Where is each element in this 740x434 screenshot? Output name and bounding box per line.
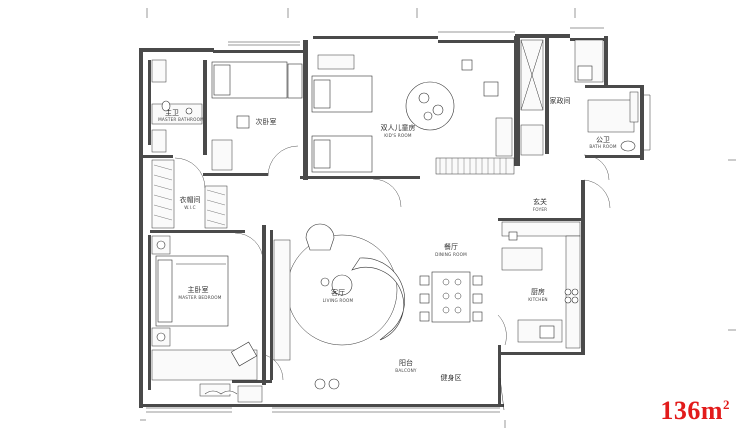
- label-master-bedroom-en: MASTER BEDROOM: [178, 295, 221, 300]
- label-foyer-en: FOYER: [533, 207, 548, 212]
- windows: [146, 27, 651, 413]
- label-master-bedroom: 主卧室: [188, 285, 209, 294]
- label-balcony: 阳台: [399, 358, 413, 367]
- label-kids-room-en: KID'S ROOM: [384, 133, 412, 138]
- label-foyer: 玄关: [533, 197, 547, 206]
- guest-bath-fixtures: [574, 39, 639, 152]
- door-swings: [174, 145, 611, 381]
- kitchen-fixtures: [501, 221, 581, 349]
- label-second-bedroom: 次卧室: [256, 117, 277, 126]
- label-wic: 衣帽间: [180, 195, 201, 204]
- dining-furniture: [419, 271, 483, 323]
- label-dining-en: DINING ROOM: [435, 252, 467, 257]
- walls: [139, 34, 644, 408]
- area-label: 136m2: [660, 396, 730, 426]
- label-guest-bath-en: BATH ROOM: [589, 144, 617, 149]
- living-room-furniture: [273, 223, 405, 390]
- label-maid-room: 家政间: [550, 96, 571, 105]
- master-bedroom-furniture: [151, 235, 263, 403]
- label-kids-room: 双人儿童房: [381, 123, 416, 132]
- label-balcony-en: BALCONY: [395, 368, 417, 373]
- second-bedroom-furniture: [211, 61, 303, 171]
- label-living-en: LIVING ROOM: [323, 298, 354, 303]
- label-guest-bath: 公卫: [596, 136, 610, 144]
- kids-room-furniture: [311, 54, 515, 175]
- label-kitchen-en: KITCHEN: [528, 297, 548, 302]
- dimension-ticks: [140, 8, 736, 428]
- area-unit: m: [700, 396, 723, 425]
- master-bath-fixtures: [151, 59, 203, 153]
- label-master-bath: 主卫: [165, 108, 179, 117]
- room-labels: 主卫 MASTER BATHROOM 次卧室 双人儿童房 KID'S ROOM …: [158, 96, 617, 382]
- balcony-items: [204, 390, 238, 395]
- maid-room-fixtures: [520, 39, 544, 156]
- label-fitness: 健身区: [441, 373, 462, 382]
- label-dining: 餐厅: [444, 242, 458, 251]
- label-kitchen: 厨房: [531, 287, 545, 296]
- label-master-bath-en: MASTER BATHROOM: [158, 117, 204, 122]
- label-living: 客厅: [331, 288, 345, 297]
- area-value: 136: [660, 396, 701, 425]
- label-wic-en: W.I.C: [184, 205, 195, 210]
- wic-shelving: [151, 159, 228, 229]
- area-unit-exponent: 2: [723, 397, 730, 412]
